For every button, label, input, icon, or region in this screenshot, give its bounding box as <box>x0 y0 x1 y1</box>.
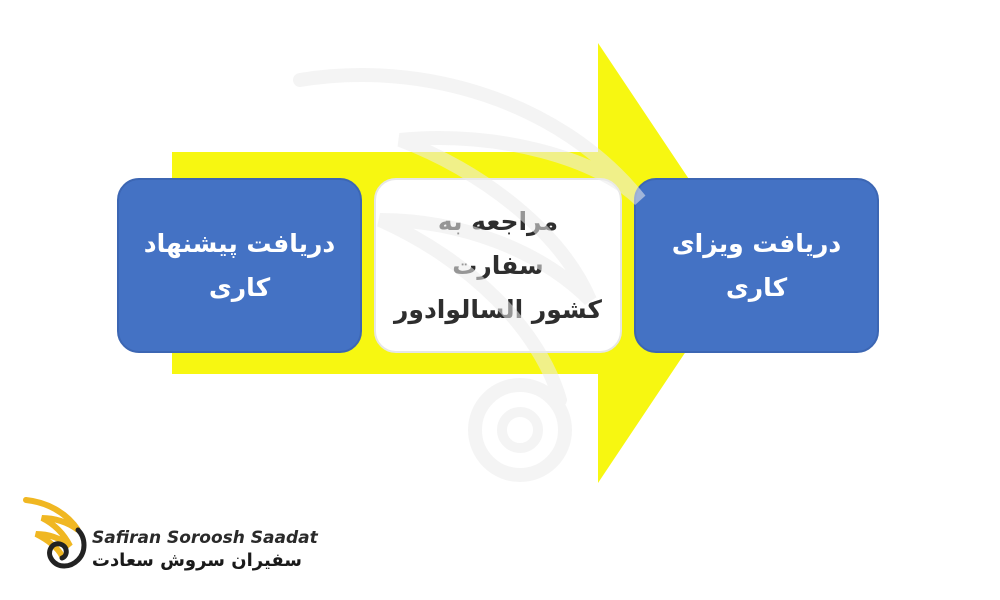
step-1-line-2: کاری <box>208 272 271 302</box>
brand-name-farsi: سفیران سروش سعادت <box>91 550 302 571</box>
step-3-line-2: کاری <box>725 272 788 302</box>
step-2-line-2: کشور السالوادور <box>394 294 602 324</box>
step-visit-embassy: مراجعه به سفارت کشور السالوادور <box>374 178 622 353</box>
step-1-line-1: دریافت پیشنهاد <box>143 228 336 258</box>
step-receive-job-offer: دریافت پیشنهاد کاری <box>117 178 362 353</box>
step-3-line-1: دریافت ویزای <box>671 228 842 258</box>
wing-logo-icon <box>23 497 87 569</box>
brand-logo: Safiran Soroosh Saadat سفیران سروش سعادت <box>22 494 318 584</box>
step-receive-work-visa: دریافت ویزای کاری <box>634 178 879 353</box>
brand-name-latin: Safiran Soroosh Saadat <box>92 528 318 548</box>
step-2-line-1: مراجعه به سفارت <box>437 206 559 280</box>
